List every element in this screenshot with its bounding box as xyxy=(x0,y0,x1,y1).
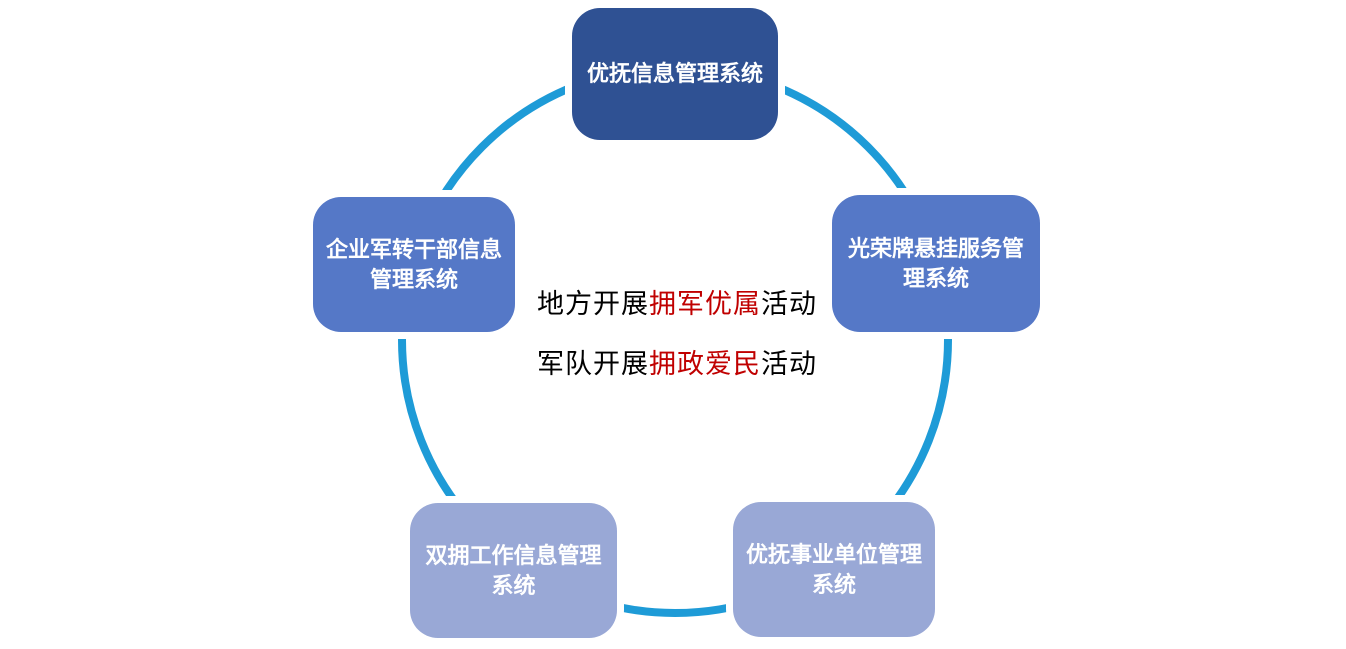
center-line-highlight: 拥政爱民 xyxy=(649,349,761,379)
diagram-center-text: 地方开展拥军优属活动 军队开展拥政爱民活动 xyxy=(0,288,1346,380)
diagram-node-label: 企业军转干部信息管理系统 xyxy=(325,236,502,292)
diagram-node-youfu-info-system: 优抚信息管理系统 xyxy=(572,8,778,140)
diagram-node-youfu-institution-system: 优抚事业单位管理系统 xyxy=(733,502,935,637)
center-line-highlight: 拥军优属 xyxy=(649,289,761,319)
center-line-prefix: 地方开展 xyxy=(537,289,649,319)
diagram-node-label: 优抚事业单位管理系统 xyxy=(745,541,922,597)
diagram-node-shuangyong-work-system: 双拥工作信息管理系统 xyxy=(410,503,617,638)
center-line-suffix: 活动 xyxy=(761,349,817,379)
diagram-node-label: 优抚信息管理系统 xyxy=(586,61,763,87)
diagram-node-glory-plaque-system: 光荣牌悬挂服务管理系统 xyxy=(832,195,1040,332)
diagram-node-label: 光荣牌悬挂服务管理系统 xyxy=(847,235,1024,291)
diagram-node-label: 双拥工作信息管理系统 xyxy=(425,542,602,598)
diagram-node-enterprise-cadre-system: 企业军转干部信息管理系统 xyxy=(313,197,515,332)
center-line-military-activities: 军队开展拥政爱民活动 xyxy=(537,348,817,380)
center-line-suffix: 活动 xyxy=(761,289,817,319)
center-line-local-activities: 地方开展拥军优属活动 xyxy=(537,288,817,320)
center-line-prefix: 军队开展 xyxy=(537,349,649,379)
